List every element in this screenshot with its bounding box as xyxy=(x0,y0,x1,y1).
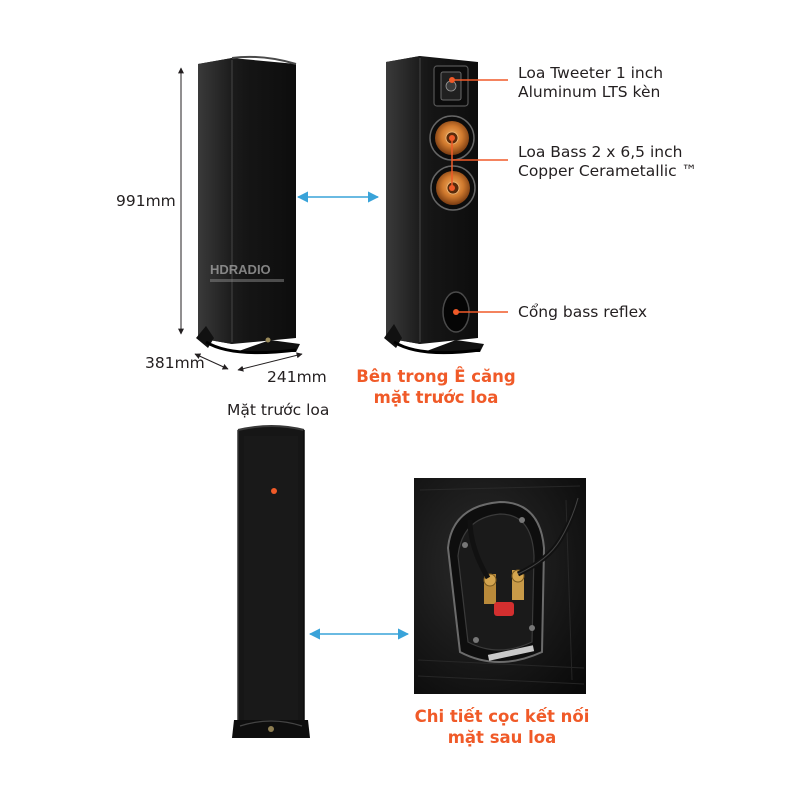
woofer-callout-line1: Loa Bass 2 x 6,5 inch xyxy=(518,143,683,161)
terminal-photo xyxy=(414,478,586,694)
speaker-front-grille xyxy=(232,425,310,738)
dimension-arrow-icon xyxy=(194,353,229,370)
port-callout: Cổng bass reflex xyxy=(518,303,648,321)
front-grille-callout: Mặt trước loa xyxy=(227,401,330,419)
speaker-front-open xyxy=(384,56,484,355)
inside-caption-line1: Bên trong Ê căng xyxy=(356,367,516,386)
depth-dimension-label: 381mm xyxy=(145,354,205,372)
watermark-brand: HDRADIO xyxy=(210,262,271,277)
terminal-caption: Chi tiết cọc kết nối mặt sau loa xyxy=(404,706,600,748)
width-dimension-label: 241mm xyxy=(267,368,327,386)
woofer-callout: Loa Bass 2 x 6,5 inch Copper Cerametalli… xyxy=(518,143,697,181)
terminal-caption-line1: Chi tiết cọc kết nối xyxy=(414,707,590,726)
callout-dot-icon xyxy=(453,309,459,315)
watermark-logo: HDRADIO xyxy=(210,262,284,282)
tweeter-callout-line2: Aluminum LTS kèn xyxy=(518,83,661,101)
tweeter-callout-line1: Loa Tweeter 1 inch xyxy=(518,64,664,82)
callout-dot-icon xyxy=(449,77,455,83)
inside-caption-line2: mặt trước loa xyxy=(373,388,499,407)
speaker-side-view xyxy=(196,55,300,355)
inside-caption: Bên trong Ê căng mặt trước loa xyxy=(346,366,526,408)
tweeter-callout: Loa Tweeter 1 inch Aluminum LTS kèn xyxy=(518,64,663,102)
dimension-arrow-icon xyxy=(237,352,303,372)
callout-dot-icon xyxy=(449,185,455,191)
callout-dot-icon xyxy=(271,488,277,494)
height-dimension-label: 991mm xyxy=(116,192,176,210)
terminal-caption-line2: mặt sau loa xyxy=(447,728,557,747)
woofer-callout-line2: Copper Cerametallic ™ xyxy=(518,162,698,180)
callout-dot-icon xyxy=(449,135,455,141)
